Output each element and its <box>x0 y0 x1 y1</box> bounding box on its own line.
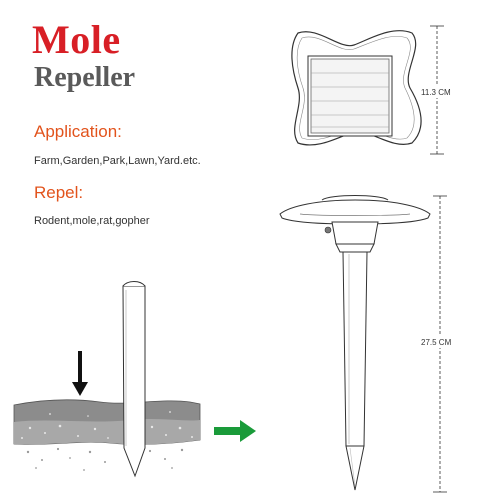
repeller-side-view <box>279 195 431 491</box>
title-mole: Mole <box>32 17 121 62</box>
application-text: Farm,Garden,Park,Lawn,Yard.etc. <box>34 155 201 167</box>
repel-text: Rodent,mole,rat,gopher <box>34 215 150 227</box>
solar-panel-top-view <box>291 30 422 146</box>
top-width-dimension-line <box>418 25 468 155</box>
top-width-label: 11.3 CM <box>421 88 451 97</box>
repel-heading: Repel: <box>34 183 84 202</box>
height-label: 27.5 CM <box>421 338 452 347</box>
ground-cross-section <box>13 399 201 471</box>
right-arrow-icon <box>214 420 256 442</box>
title-repeller: Repeller <box>34 62 136 93</box>
stake-in-ground <box>122 281 146 478</box>
application-heading: Application: <box>34 122 122 141</box>
down-arrow-icon <box>72 351 88 396</box>
height-dimension-line <box>418 195 468 493</box>
